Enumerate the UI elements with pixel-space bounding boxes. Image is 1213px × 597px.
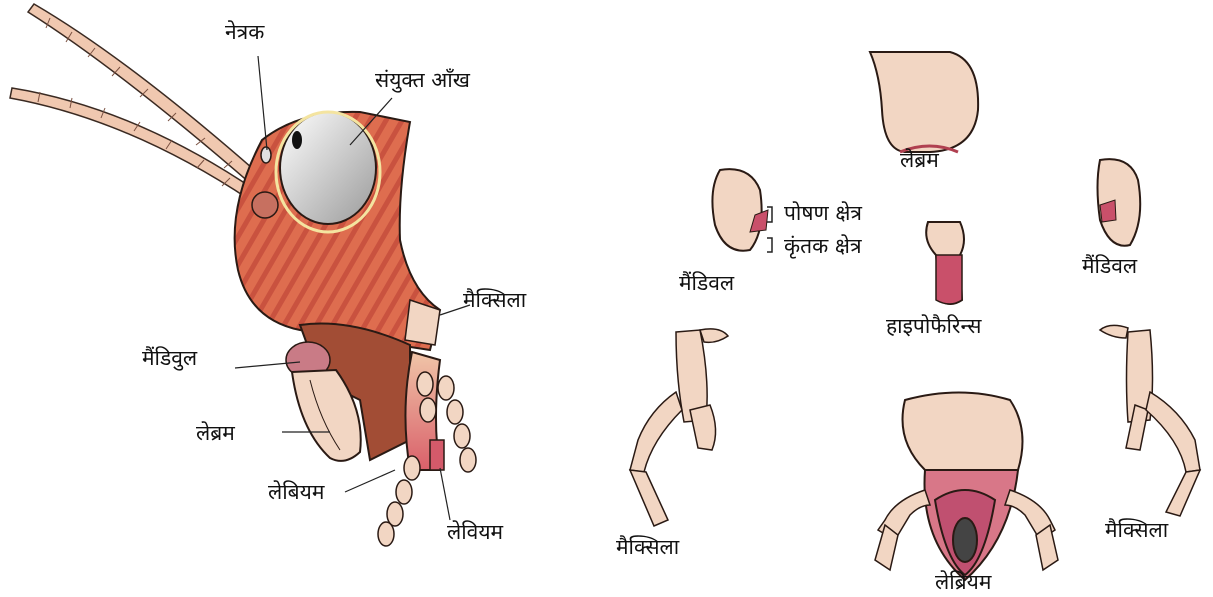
label-mandible-right-1: मैंडिवल [679, 273, 734, 294]
label-incisor-region: कृंतक क्षेत्र [784, 236, 862, 257]
labrum-part [870, 52, 978, 152]
label-mandible-right-2: मैंडिवल [1082, 256, 1137, 277]
label-labium-2: लेवियम [447, 522, 503, 543]
maxilla-left-part [630, 329, 728, 526]
label-hypopharynx: हाइपोफैरिन्स [886, 316, 981, 337]
compound-eye [280, 112, 376, 224]
label-labium-1: लेबियम [268, 482, 324, 503]
mandible-left-part [712, 169, 761, 251]
label-labrum-left: लेब्रम [196, 423, 235, 444]
label-compound-eye: संयुक्त आँख [375, 70, 470, 91]
label-maxilla-right-2: मैक्सिला [1105, 520, 1168, 541]
label-ocellus: नेत्रक [225, 22, 264, 43]
label-labrum-right: लेब्रम [900, 150, 939, 171]
label-labium-right: लेब्रियम [935, 572, 991, 593]
label-maxilla-right-1: मैक्सिला [616, 537, 679, 558]
labium-tip [430, 440, 444, 470]
antenna-socket [252, 192, 278, 218]
label-mandible-left: मैंडिवुल [142, 348, 197, 369]
labium-part [875, 393, 1058, 581]
ocellus [261, 147, 271, 163]
mandible-right-part [1098, 159, 1141, 246]
label-maxilla-left: मैक्सिला [463, 290, 526, 311]
label-feeding-region: पोषण क्षेत्र [784, 203, 862, 224]
maxilla-right-part [1100, 325, 1200, 516]
eye-pupil [292, 131, 302, 149]
